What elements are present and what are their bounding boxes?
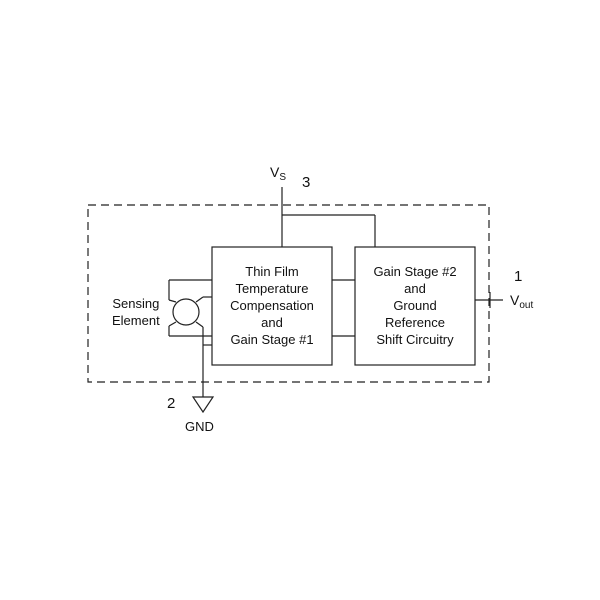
output-label: Vout	[510, 292, 534, 311]
block2-line: and	[404, 281, 426, 296]
block2-text: Gain Stage #2 and Ground Reference Shift…	[355, 263, 475, 348]
output-pin-number: 1	[514, 268, 523, 285]
output-wire	[475, 292, 503, 308]
block1-box	[211, 246, 333, 366]
block2-line: Shift Circuitry	[376, 332, 454, 347]
supply-wire	[281, 187, 376, 247]
sensing-element-label-line: Element	[112, 313, 160, 328]
block2-line: Reference	[385, 315, 445, 330]
package-outline	[87, 204, 490, 383]
block2-box	[354, 246, 476, 366]
ground-wire	[191, 345, 215, 414]
block1-line: Thin Film	[245, 264, 299, 279]
ground-pin-number: 2	[167, 395, 176, 412]
block1-text: Thin Film Temperature Compensation and G…	[212, 263, 332, 348]
supply-pin-number: 3	[302, 174, 311, 191]
sensing-element-symbol	[168, 279, 212, 346]
block1-line: Gain Stage #1	[230, 332, 314, 347]
block1-line: and	[261, 315, 283, 330]
supply-label: VS	[270, 164, 287, 183]
ground-label: GND	[185, 419, 214, 434]
block1-line: Temperature	[235, 281, 309, 296]
block2-line: Gain Stage #2	[373, 264, 457, 279]
sensing-element-label: Sensing Element	[112, 295, 160, 329]
block1-line: Compensation	[230, 298, 314, 313]
sensing-element-label-line: Sensing	[112, 296, 160, 311]
block2-line: Ground	[393, 298, 437, 313]
